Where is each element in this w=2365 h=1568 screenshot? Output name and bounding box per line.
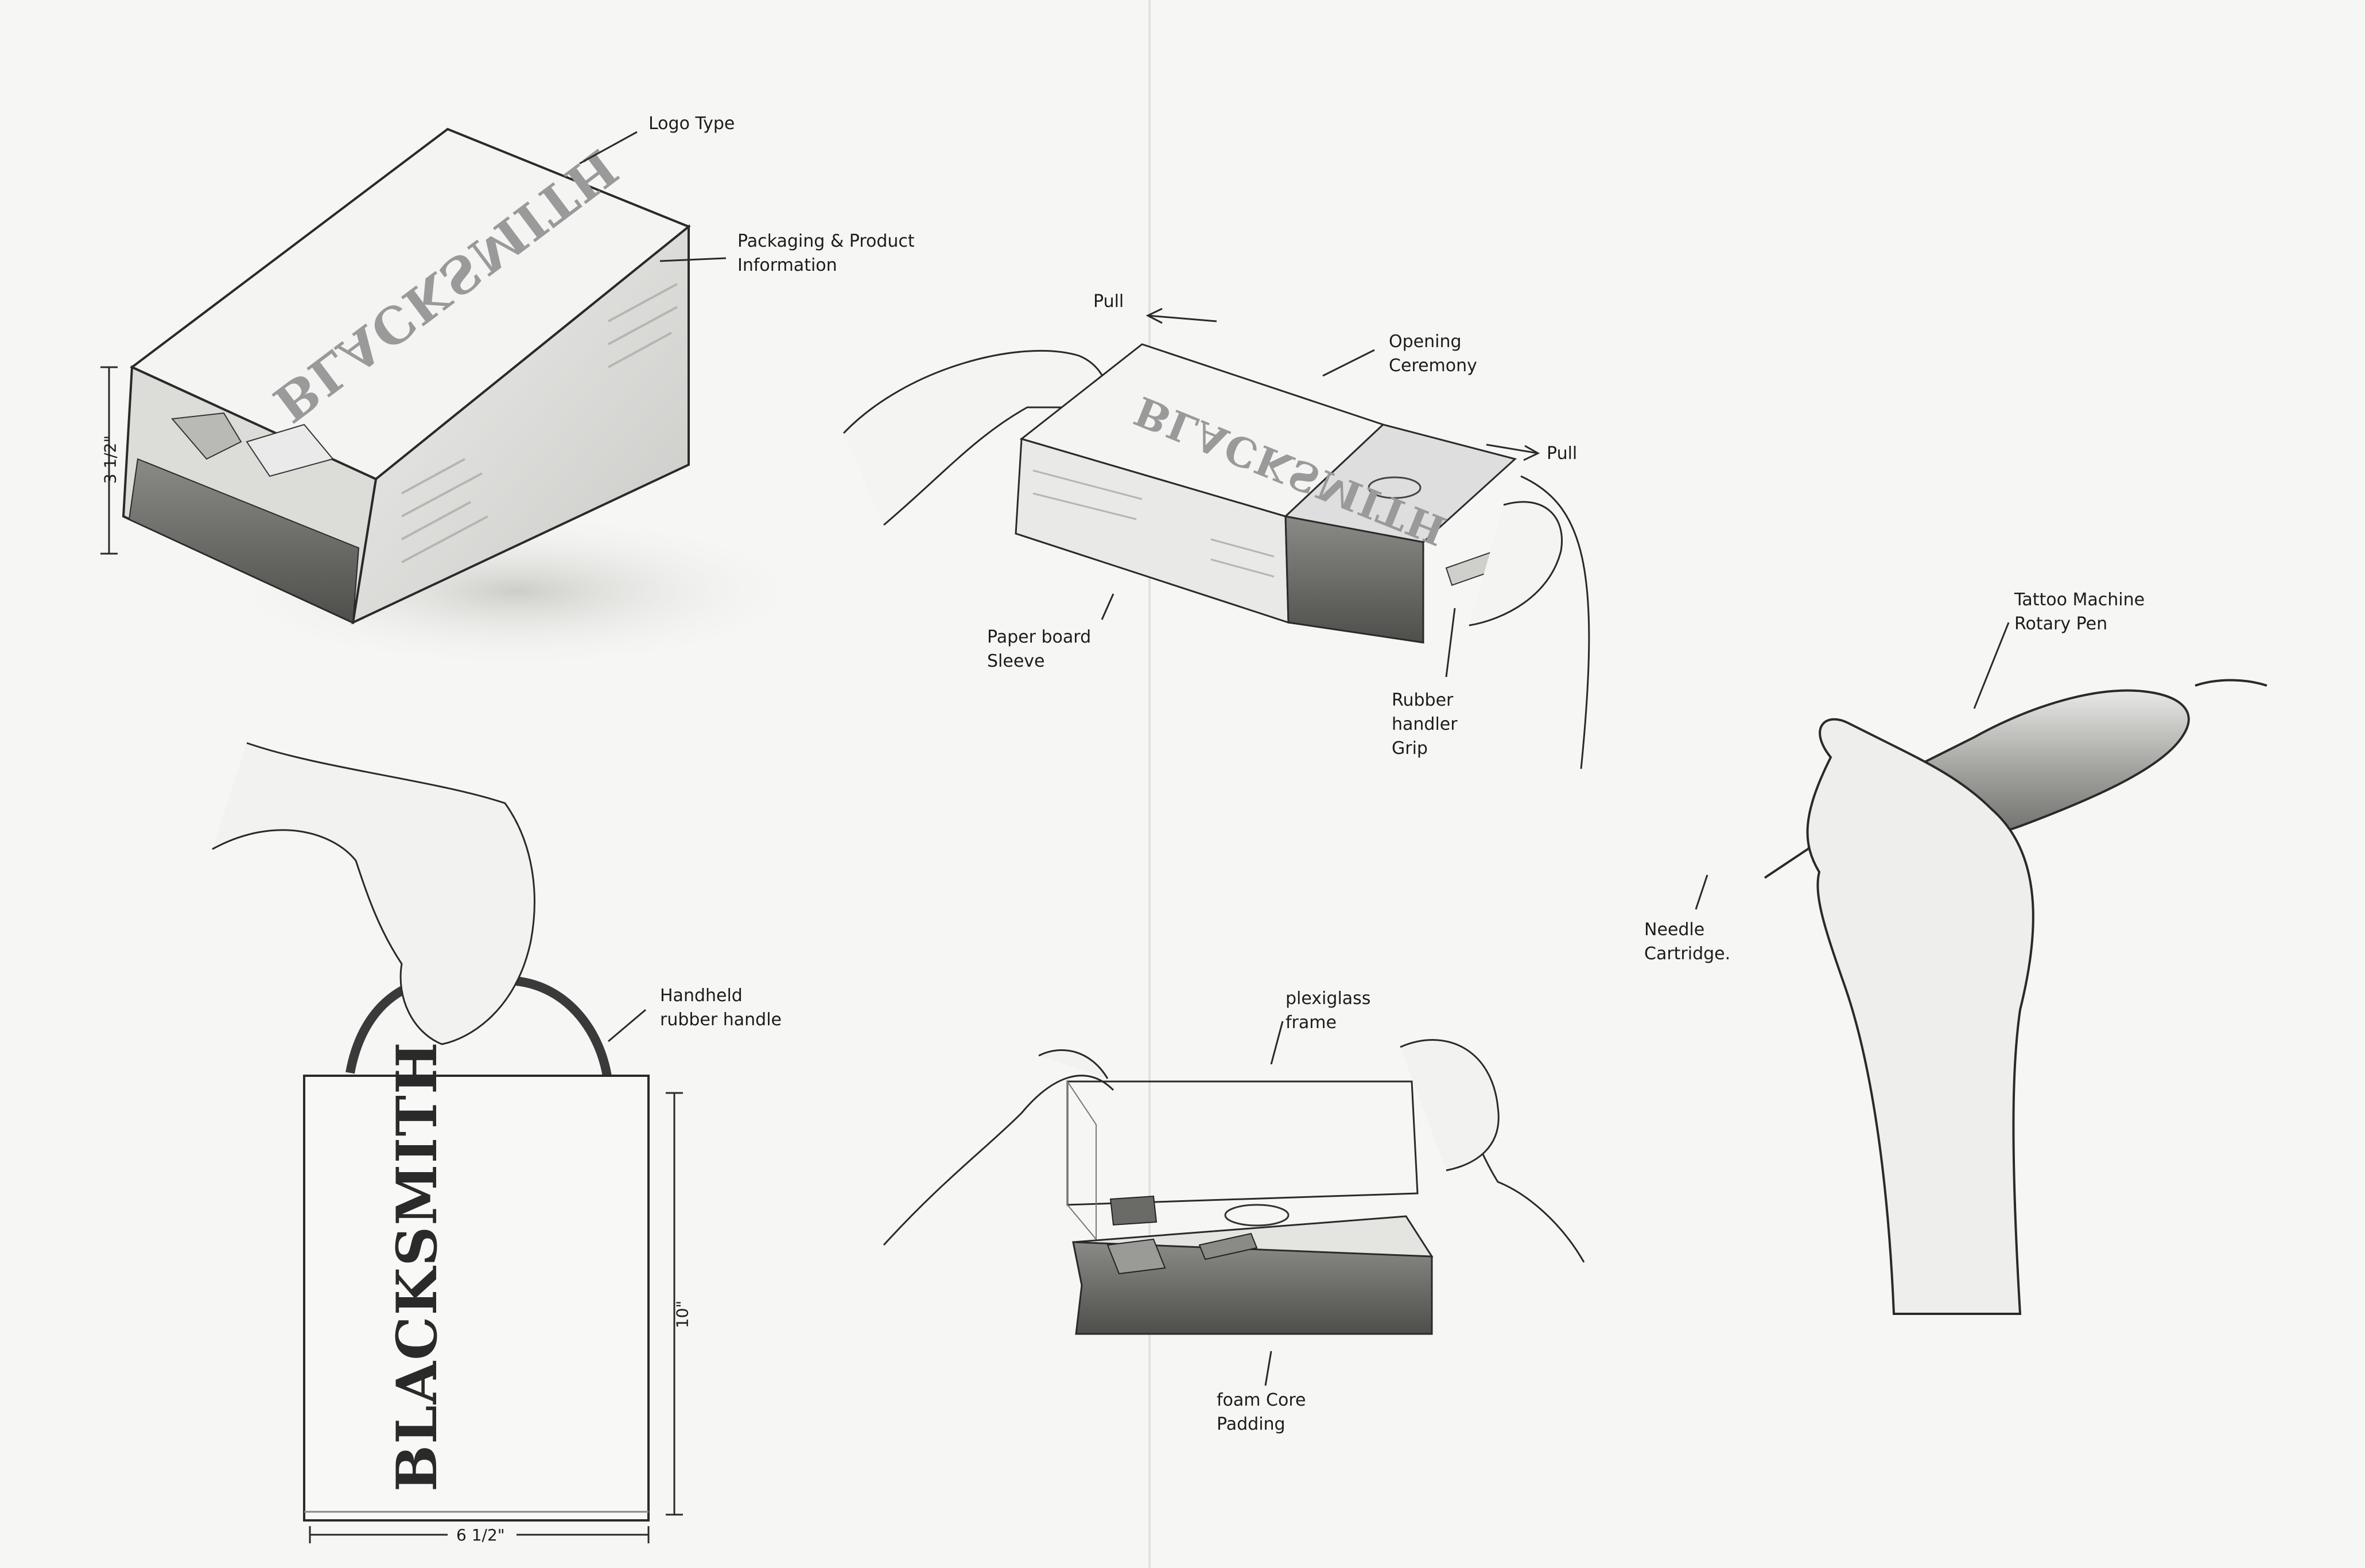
label-tattoo-machine-line-2: Rotary Pen [2014, 614, 2108, 634]
label-foam-core-line-1: foam Core [1217, 1390, 1306, 1410]
label-foam-core: foam Core Padding [1217, 1388, 1306, 1437]
label-logo-type: Logo Type [648, 114, 735, 134]
dimension-line-large [309, 1092, 683, 1543]
dimension-line-small [100, 366, 118, 555]
box-isometric-drawing [122, 127, 815, 671]
label-rubber-grip-line-1: Rubber [1392, 690, 1454, 710]
label-height-large: 10" [673, 1300, 692, 1329]
label-handheld-handle-line-2: rubber handle [660, 1010, 782, 1030]
label-needle-cartridge-line-2: Cartridge. [1644, 944, 1731, 964]
label-plexiglass-line-1: plexiglass [1286, 989, 1371, 1009]
label-paper-sleeve-line-1: Paper board [987, 627, 1092, 647]
label-height-small: 3 1/2" [100, 435, 120, 484]
shopping-bag-drawing [212, 742, 650, 1522]
label-packaging-info-line-2: Information [737, 255, 837, 275]
label-pull-left: Pull [1093, 291, 1124, 312]
tattoo-pen-drawing [1764, 679, 2267, 1315]
label-paper-sleeve-line-2: Sleeve [987, 651, 1045, 671]
label-foam-core-line-2: Padding [1217, 1414, 1286, 1434]
label-needle-cartridge: Needle Cartridge. [1644, 918, 1730, 966]
label-handheld-handle-line-1: Handheld [660, 986, 743, 1006]
bag-logo: BLACKSMITH [385, 1041, 449, 1492]
label-paper-sleeve: Paper board Sleeve [987, 625, 1091, 674]
label-plexiglass-line-2: frame [1286, 1013, 1337, 1033]
leader-lines [579, 131, 2010, 1386]
label-opening-ceremony-line-1: Opening [1389, 332, 1462, 352]
label-width-large: 6 1/2" [456, 1526, 505, 1544]
label-tattoo-machine: Tattoo Machine Rotary Pen [2014, 588, 2145, 636]
pull-arrows [1145, 308, 1540, 461]
label-packaging-info: Packaging & Product Information [737, 229, 915, 278]
label-pull-right: Pull [1547, 443, 1578, 464]
label-tattoo-machine-line-1: Tattoo Machine [2014, 590, 2145, 610]
label-rubber-grip-line-3: Grip [1392, 738, 1428, 758]
label-packaging-info-line-1: Packaging & Product [737, 231, 915, 251]
sleeve-box-drawing [842, 343, 1590, 769]
label-rubber-grip-line-2: handler [1392, 714, 1458, 734]
label-rubber-grip: Rubber handler Grip [1392, 688, 1458, 761]
label-handheld-handle: Handheld rubber handle [660, 984, 782, 1032]
label-needle-cartridge-line-1: Needle [1644, 920, 1705, 940]
plexiglass-box-drawing [883, 1039, 1585, 1335]
label-opening-ceremony-line-2: Ceremony [1389, 356, 1477, 376]
label-plexiglass: plexiglass frame [1286, 987, 1370, 1035]
label-opening-ceremony: Opening Ceremony [1389, 330, 1477, 378]
